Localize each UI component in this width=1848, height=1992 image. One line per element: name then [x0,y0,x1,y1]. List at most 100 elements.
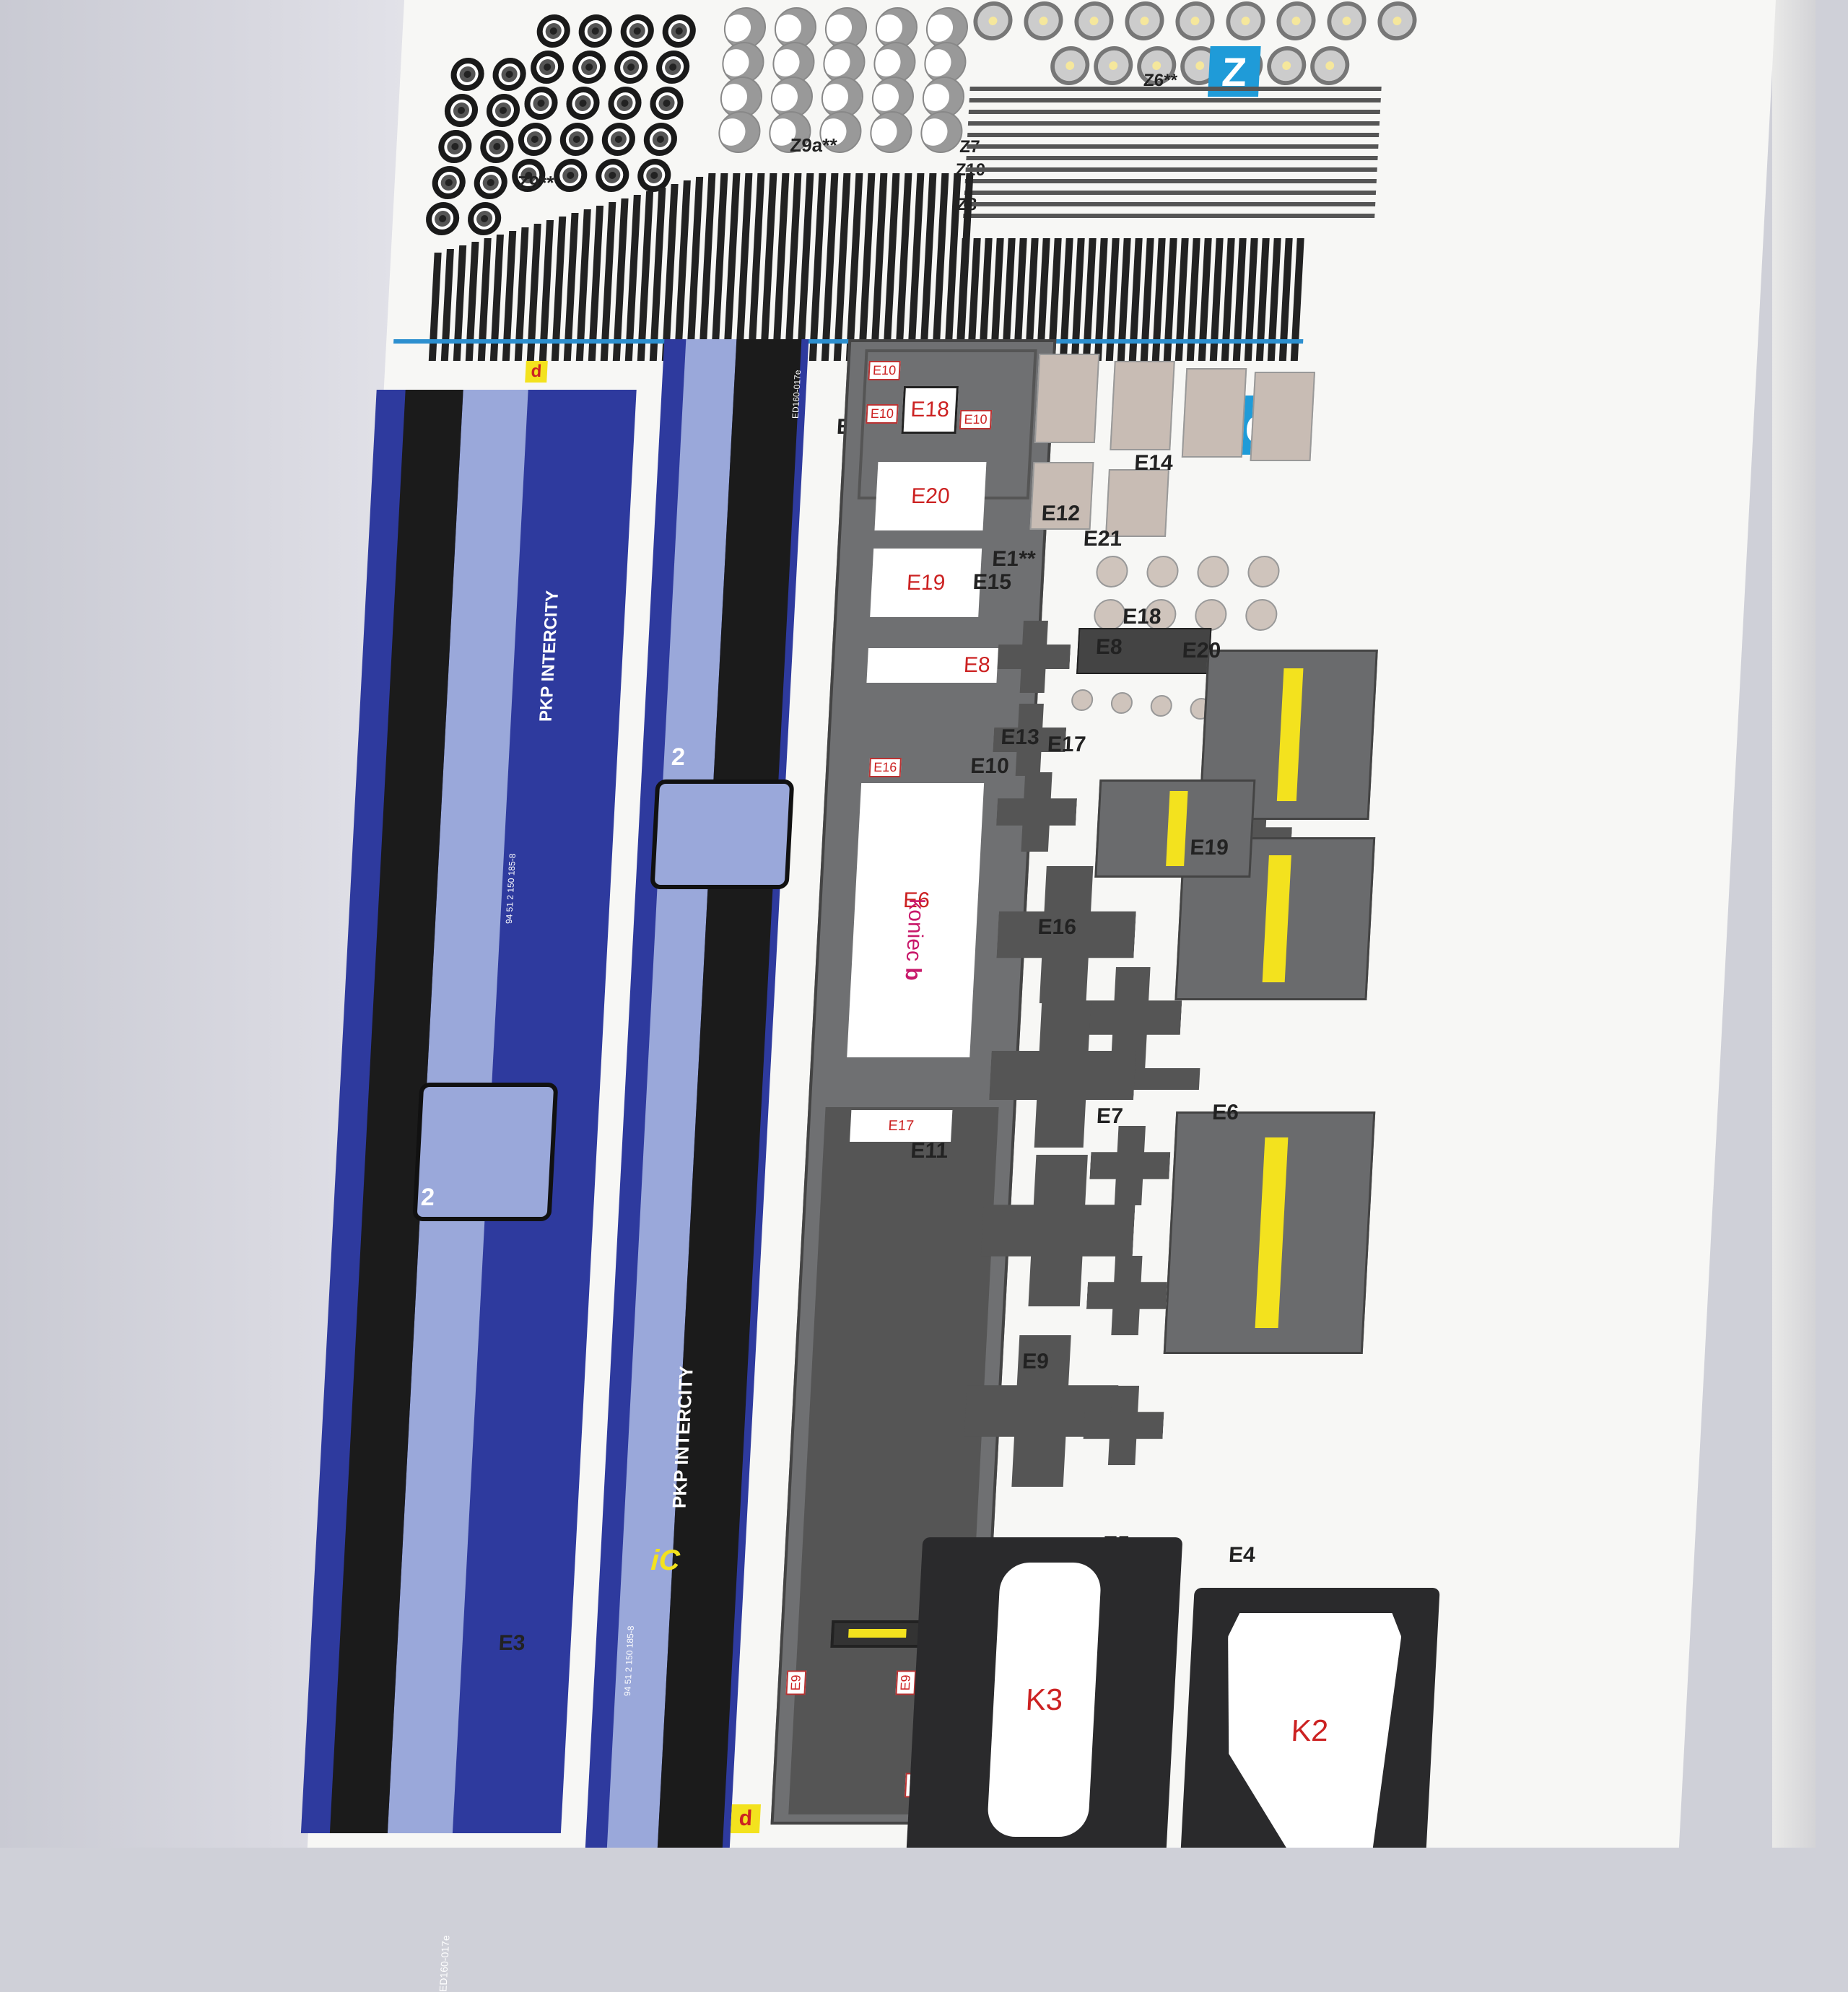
wheel-z9 [485,94,521,127]
part-e17 [1094,779,1256,878]
floor-tag-e20: E20 [874,462,987,530]
koniec-text: koniec [902,899,929,962]
part-e13 [1110,692,1133,714]
part-e15 [1095,556,1129,587]
rail-line [1226,156,1378,160]
part-e6 [1163,1111,1376,1354]
part-e14 [1034,354,1100,443]
wheel-z9 [431,166,466,199]
direction-tag-top: d [525,361,548,383]
wheel-z6 [1023,1,1064,40]
wheel-z9 [649,87,684,120]
label-e12: E12 [1040,502,1081,525]
rail-line [963,214,1115,218]
label-e14: E14 [1133,451,1174,475]
wheel-z6 [1049,46,1091,85]
door-lower [650,779,795,889]
floor-yellow-plate [830,1620,925,1648]
floor-tag-e16: E16 [868,758,902,777]
label-e19: E19 [1189,836,1229,860]
wheel-z6 [972,1,1014,40]
label-z9a: Z9a** [789,134,838,156]
rail-line [969,87,1122,91]
end-plate-e4: K2 [1180,1588,1440,1848]
part-cross-net [1088,1126,1172,1205]
wheel-z9a [717,111,762,153]
rail-line [964,179,1117,183]
rail-line [1224,191,1377,195]
part-e14 [1181,368,1247,458]
wheel-z6 [1326,1,1367,40]
rail-line [1229,87,1382,91]
rail-line [967,144,1119,149]
end-plate-k2: K2 [1217,1613,1403,1848]
wheel-z9 [479,130,515,163]
part-e15 [1146,556,1180,587]
label-e9: E9 [1021,1350,1050,1373]
wheel-z9 [661,14,697,48]
floor-tag-e19: E19 [870,549,982,617]
wheel-z9 [424,202,461,235]
wheel-z6 [1092,46,1134,85]
wheel-z6 [1073,1,1115,40]
yellow-strip [1262,855,1292,982]
wheel-z6 [1265,46,1307,85]
car-number-upper: 94 51 2 150 185-8 [503,853,518,924]
comb-bar-upper [453,245,467,361]
rail-line [965,167,1117,172]
brand-upper: PKP INTERCITY [536,590,563,722]
yellow-strip [1276,668,1304,801]
label-e10: E10 [969,754,1010,778]
koniec-end: b [900,967,925,981]
wheel-z6 [1377,1,1418,40]
rail-line [1227,121,1380,126]
part-e14 [1250,372,1316,461]
rail-line [1223,214,1375,218]
label-e3: E3 [497,1631,526,1655]
wheel-z9 [529,51,565,84]
wheel-z9 [466,202,502,235]
label-e13: E13 [1000,725,1040,749]
wheel-z6 [1276,1,1317,40]
wheel-z9 [523,87,559,120]
page-edge [1772,0,1816,1848]
label-z9: Z9** [516,172,555,193]
class-number-lower: 2 [671,743,686,771]
yellow-strip [1255,1137,1289,1328]
wheel-z9 [437,130,473,163]
rail-line [1229,98,1381,102]
part-e13 [1071,689,1094,711]
part-e15 [1245,599,1278,631]
wheel-z9 [492,58,527,91]
wheel-z6 [1309,46,1351,85]
rail-line [966,156,1118,160]
label-e16: E16 [1037,915,1077,939]
label-e15: E15 [972,570,1012,594]
comb-bar-upper [440,249,454,361]
wheel-z6 [1225,1,1266,40]
wheel-z9a [868,111,913,153]
wheel-z9 [607,87,642,120]
rail-line [1224,202,1376,206]
wheel-z9 [619,14,655,48]
rail-line [969,98,1121,102]
part-e15 [1247,556,1281,587]
wheel-z9 [473,166,508,199]
part-e15 [1194,599,1228,631]
label-e11: E11 [910,1139,949,1163]
label-e21: E21 [1083,527,1123,551]
floor-tag-e17: E17 [850,1110,953,1142]
comb-bar-upper [428,253,442,361]
wheel-z9 [450,58,485,91]
wheel-z9 [595,159,630,192]
part-e13 [1149,695,1173,717]
rail-line [1226,144,1379,149]
direction-tag-bottom: d [730,1804,761,1833]
label-e4: E4 [1228,1543,1256,1567]
wheel-z9 [571,51,607,84]
rail-line [967,121,1120,126]
wheel-z6 [1174,1,1216,40]
wheel-z9 [443,94,479,127]
label-e17: E17 [1047,733,1087,756]
label-e18: E18 [1122,605,1162,629]
